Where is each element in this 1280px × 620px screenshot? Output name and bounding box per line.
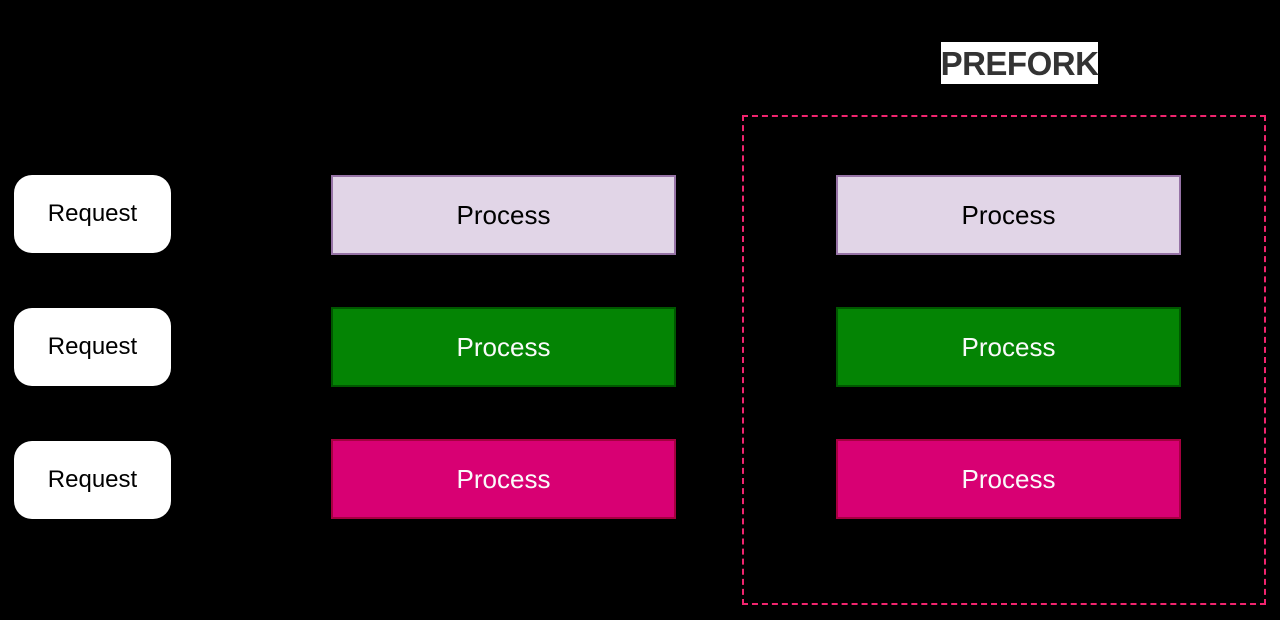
prefork-process-box-green: Process — [836, 307, 1181, 387]
worker-process-box-pink: Process — [331, 439, 676, 519]
request-box-1: Request — [14, 175, 171, 253]
prefork-process-box-lavender: Process — [836, 175, 1181, 255]
prefork-title-label: PREFORK — [941, 42, 1099, 84]
request-box-3: Request — [14, 441, 171, 519]
prefork-group-outline — [742, 115, 1266, 605]
prefork-process-box-pink: Process — [836, 439, 1181, 519]
request-box-2: Request — [14, 308, 171, 386]
worker-process-box-lavender: Process — [331, 175, 676, 255]
worker-process-box-green: Process — [331, 307, 676, 387]
